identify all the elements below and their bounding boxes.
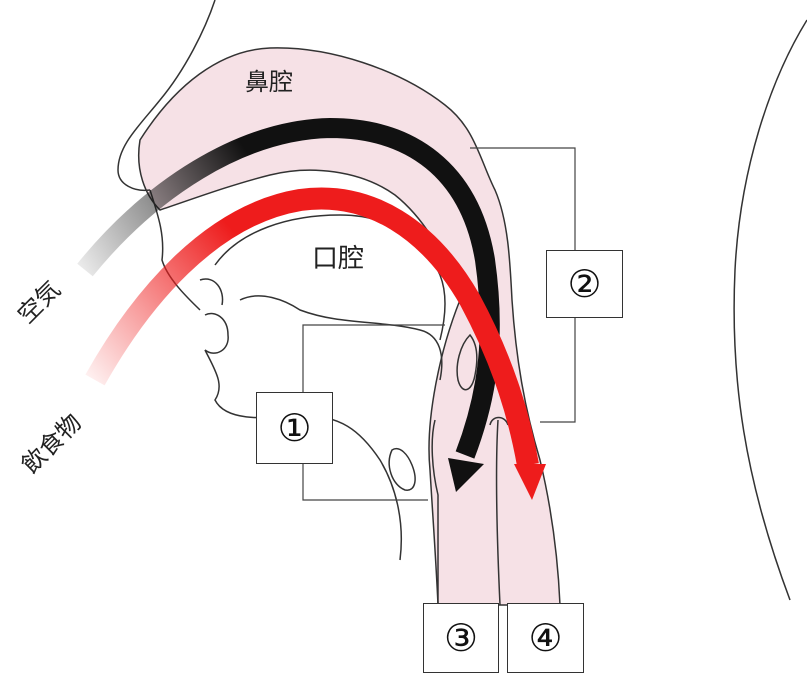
callout-box-2: ② — [546, 250, 623, 318]
tongue-outline — [240, 296, 442, 380]
callout-box-4: ④ — [507, 603, 584, 673]
oral-cavity-label: 口腔 — [312, 238, 364, 275]
neck-back-outline — [734, 20, 807, 600]
nasal-cavity-label: 鼻腔 — [245, 62, 293, 97]
teeth-outline — [200, 279, 228, 353]
callout-box-1: ① — [256, 392, 333, 464]
hyoid-shape — [389, 449, 415, 491]
callout-box-3: ③ — [423, 603, 499, 673]
